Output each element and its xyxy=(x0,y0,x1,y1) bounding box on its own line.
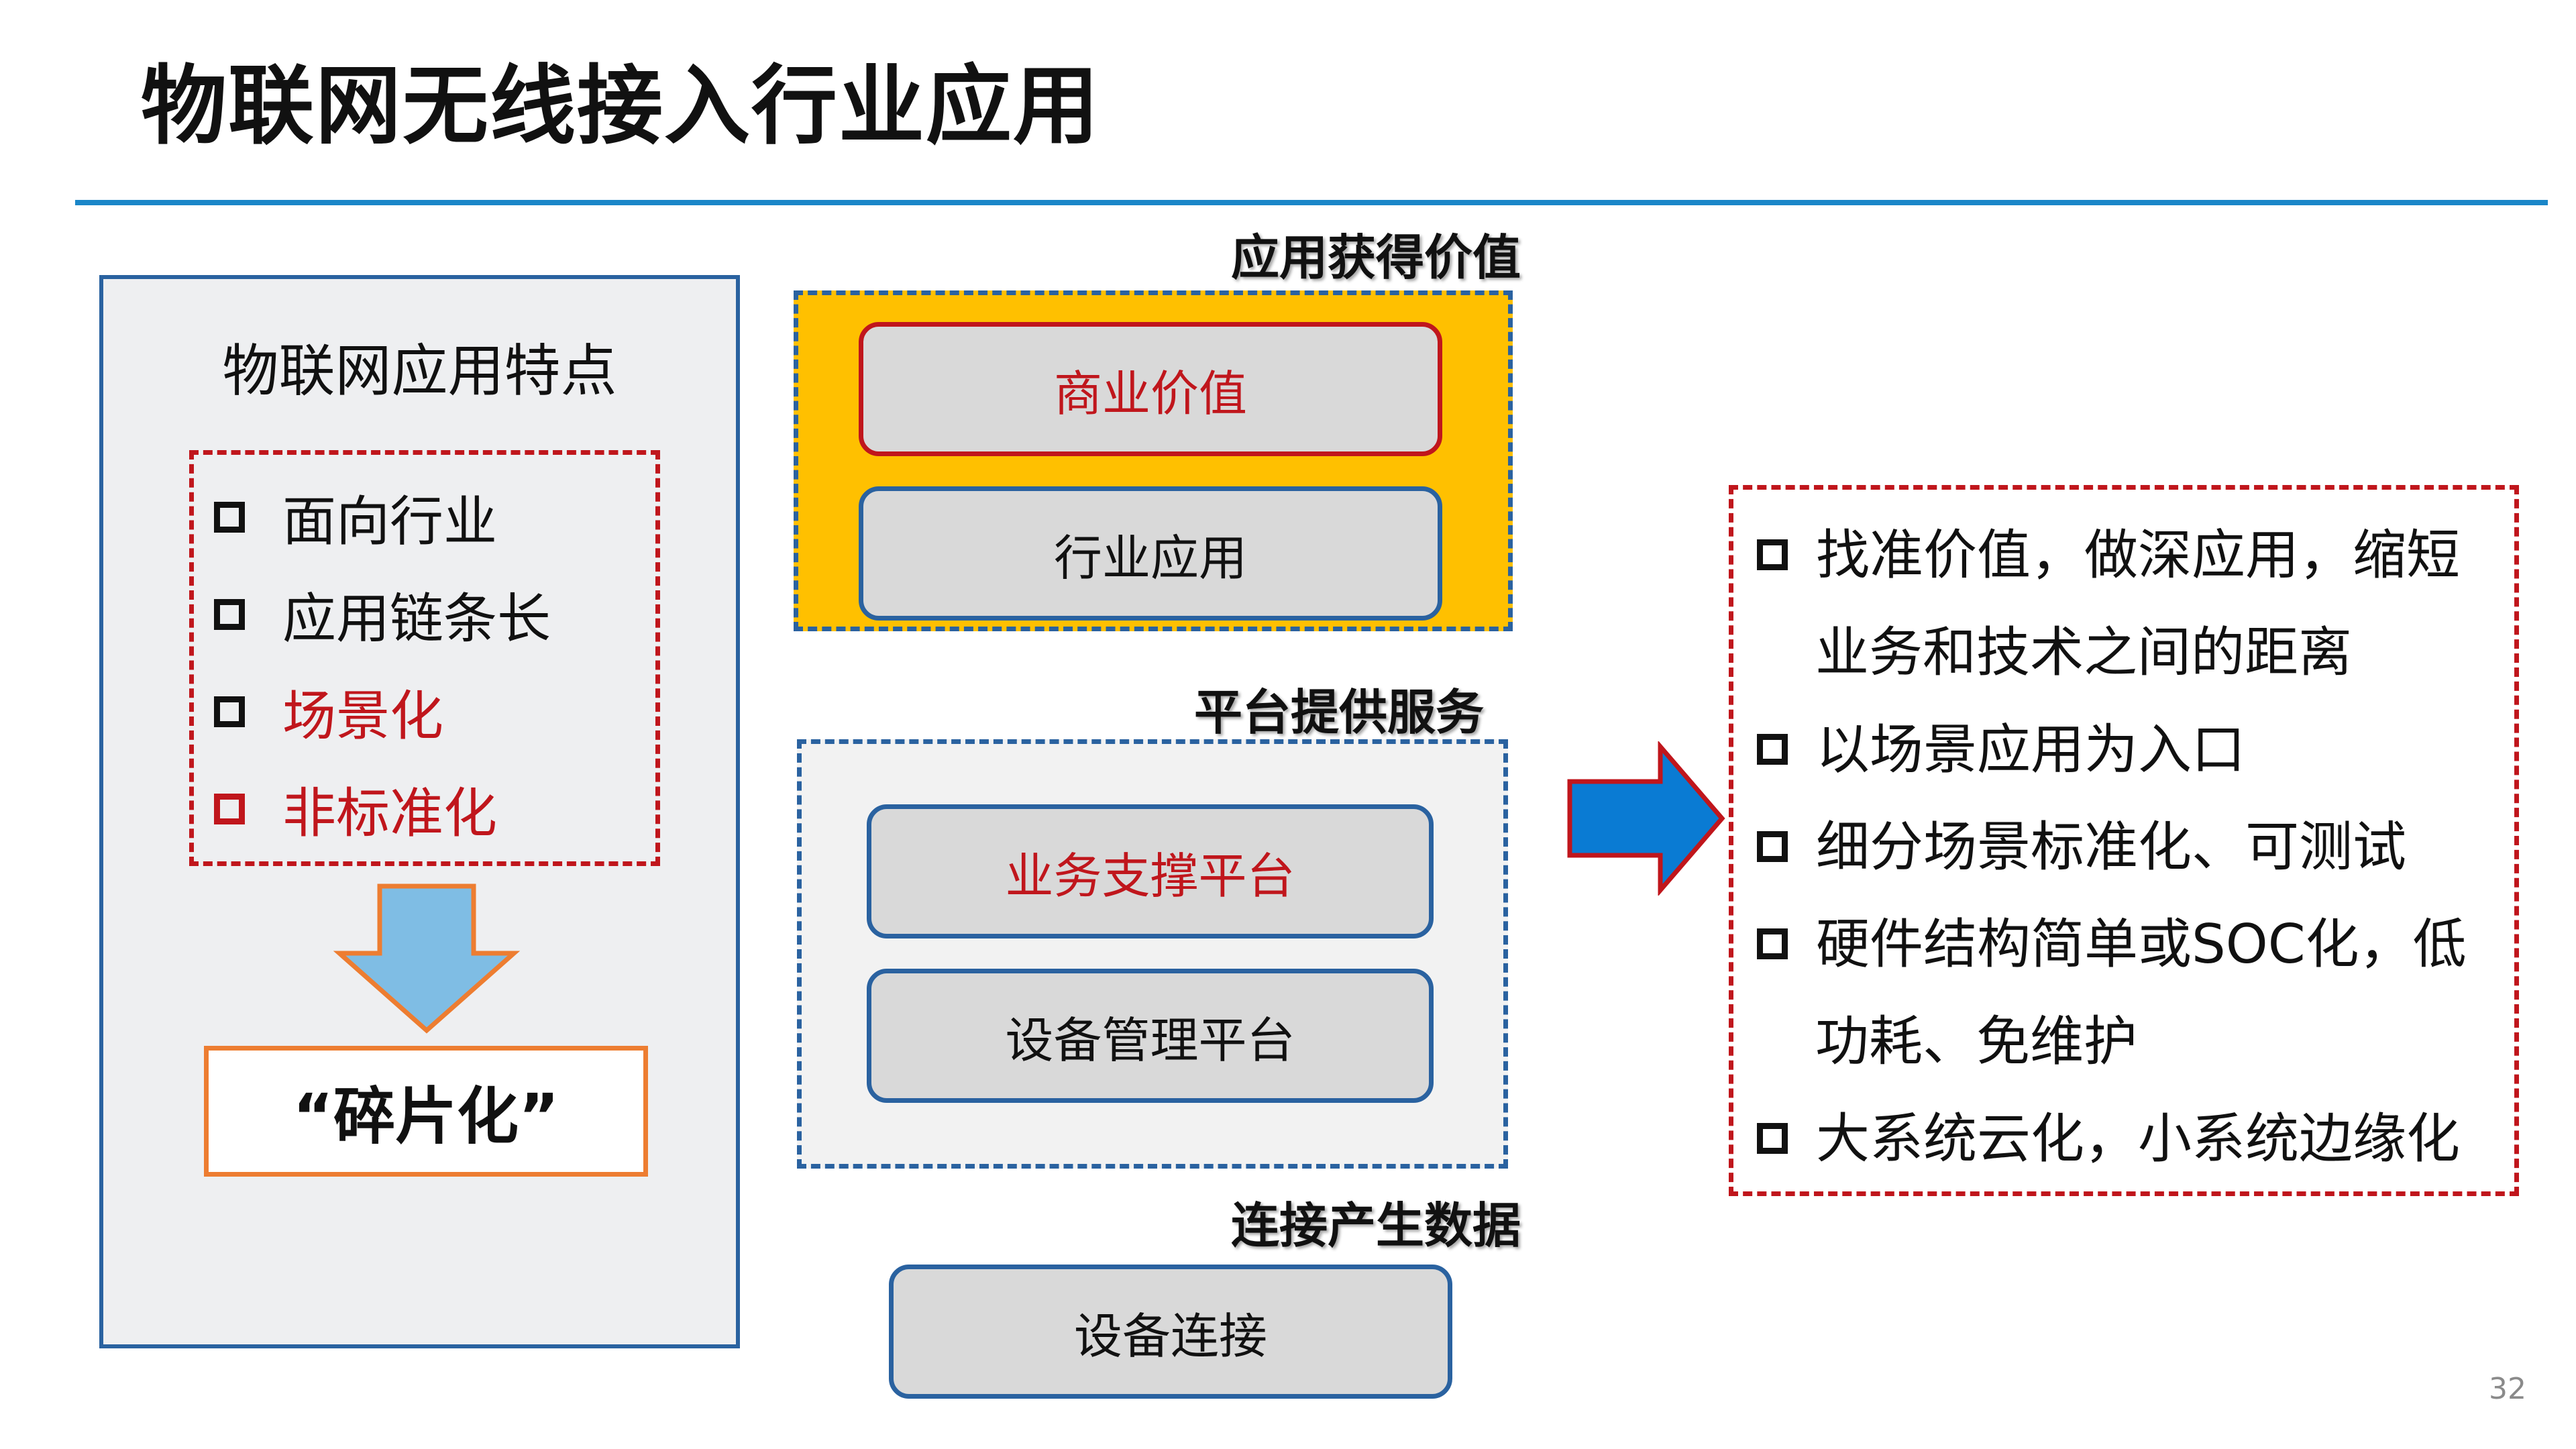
checkbox-icon xyxy=(1757,539,1788,571)
business-value-text: 商业价值 xyxy=(1053,365,1247,422)
value-layer-label: 应用获得价值 xyxy=(1231,229,1521,286)
support-platform-box: 业务支撑平台 xyxy=(867,804,1434,938)
feature-text: 场景化 xyxy=(282,685,443,747)
strategy-item: 细分场景标准化、可测试 xyxy=(1757,820,2406,874)
strategy-text: 找准价值，做深应用，缩短 xyxy=(1816,524,2460,586)
strategy-text: 大系统云化，小系统边缘化 xyxy=(1816,1108,2460,1170)
checkbox-icon xyxy=(1757,928,1788,960)
business-value-box: 商业价值 xyxy=(859,322,1442,456)
checkbox-icon xyxy=(214,599,245,630)
strategy-text: 以场景应用为入口 xyxy=(1816,718,2245,781)
feature-item: 应用链条长 xyxy=(214,576,551,653)
checkbox-icon xyxy=(214,502,245,533)
service-layer-label: 平台提供服务 xyxy=(1194,684,1485,741)
support-platform-text: 业务支撑平台 xyxy=(1005,847,1295,904)
strategy-text-continued: 功耗、免维护 xyxy=(1815,1010,2137,1073)
panel-heading: 物联网应用特点 xyxy=(222,338,617,404)
industry-app-text: 行业应用 xyxy=(1053,529,1247,586)
strategy-text-continued: 业务和技术之间的距离 xyxy=(1815,621,2352,684)
title-divider xyxy=(75,200,2548,205)
page-number: 32 xyxy=(2489,1372,2526,1406)
fragmentation-box: “碎片化” xyxy=(204,1046,648,1177)
service-layer-group: 业务支撑平台 设备管理平台 xyxy=(797,739,1508,1169)
device-mgmt-platform-text: 设备管理平台 xyxy=(1005,1012,1295,1069)
checkbox-icon xyxy=(1757,831,1788,863)
strategy-item: 以场景应用为入口 xyxy=(1757,723,2245,777)
strategy-item: 找准价值，做深应用，缩短 xyxy=(1757,529,2460,582)
strategy-item: 硬件结构简单或SOC化，低 xyxy=(1757,918,2467,971)
checkbox-icon xyxy=(214,696,245,727)
features-dashed-box: 面向行业 应用链条长 场景化 非标准化 xyxy=(189,450,660,866)
device-connection-text: 设备连接 xyxy=(1073,1307,1267,1364)
down-arrow-icon xyxy=(333,883,521,1034)
industry-app-box: 行业应用 xyxy=(859,486,1442,621)
strategy-text: 硬件结构简单或SOC化，低 xyxy=(1816,913,2467,975)
feature-text: 应用链条长 xyxy=(282,588,551,650)
strategies-dashed-box: 找准价值，做深应用，缩短 业务和技术之间的距离 以场景应用为入口 细分场景标准化… xyxy=(1729,485,2519,1196)
checkbox-icon xyxy=(214,794,245,824)
strategy-text: 细分场景标准化、可测试 xyxy=(1816,816,2406,878)
feature-text: 面向行业 xyxy=(282,490,497,553)
strategy-item: 大系统云化，小系统边缘化 xyxy=(1757,1112,2460,1166)
feature-text: 非标准化 xyxy=(282,782,497,845)
device-mgmt-platform-box: 设备管理平台 xyxy=(867,969,1434,1103)
feature-item: 非标准化 xyxy=(214,770,497,848)
right-arrow-icon xyxy=(1567,741,1725,896)
checkbox-icon xyxy=(1757,734,1788,765)
slide-title: 物联网无线接入行业应用 xyxy=(141,56,1101,156)
checkbox-icon xyxy=(1757,1123,1788,1155)
characteristics-panel: 物联网应用特点 面向行业 应用链条长 场景化 非标准化 “碎片化” xyxy=(99,275,740,1348)
data-layer-label: 连接产生数据 xyxy=(1231,1197,1521,1254)
feature-item: 面向行业 xyxy=(214,478,497,556)
feature-item: 场景化 xyxy=(214,673,443,751)
value-layer-group: 商业价值 行业应用 xyxy=(794,290,1513,631)
device-connection-box: 设备连接 xyxy=(889,1265,1452,1399)
